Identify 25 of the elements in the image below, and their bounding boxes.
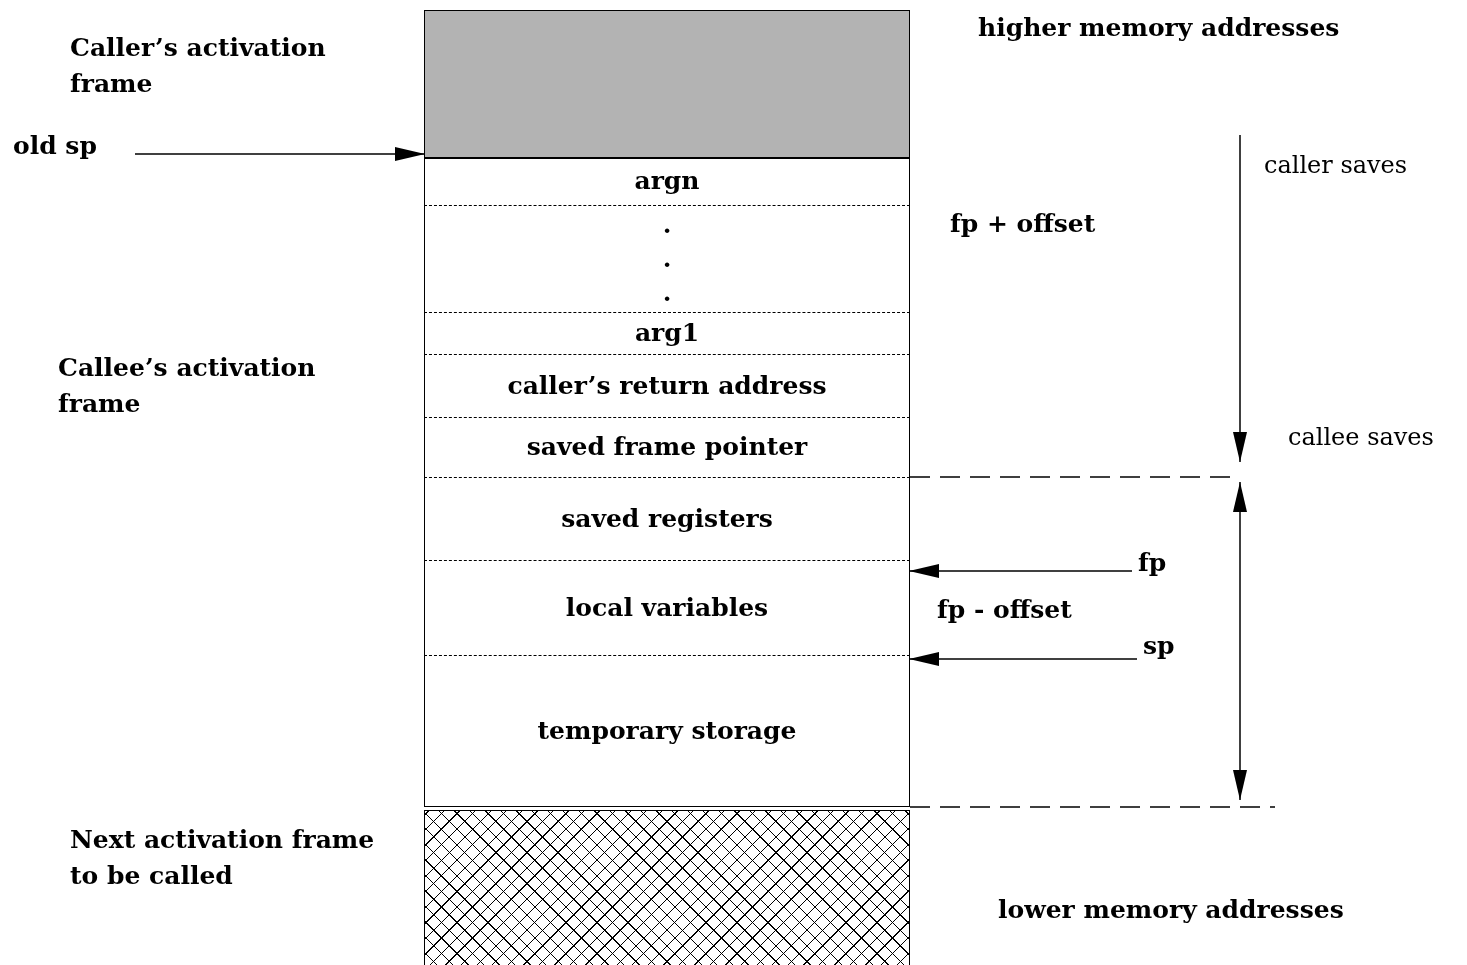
ellipsis-dots: . . . [661,209,673,309]
annotation-label: fp - offset [937,594,1073,626]
slot-label: saved registers [561,502,773,535]
range-label: callee saves [1288,422,1435,453]
arrow [908,564,1133,578]
annotation-label: Callee’s activation frame [58,352,317,421]
slot-label: caller’s return address [507,369,827,402]
slot-label: saved frame pointer [526,431,808,464]
pointer-label: sp [1143,628,1188,662]
slot-label: local variables [565,591,769,624]
slot-label: arg1 [634,317,700,350]
annotation-label: Next activation frame to be called [70,824,376,893]
annotation-label: higher memory addresses [978,12,1341,44]
range-label: caller saves [1264,150,1409,181]
pointer-label: old sp [13,128,123,162]
caller-frame-block [424,10,910,158]
pointer-label: fp [1138,545,1178,579]
arrow [908,652,1138,666]
slot-label: argn [634,165,700,198]
annotation-label: Caller’s activation frame [70,32,327,101]
arrow [134,147,426,161]
annotation-label: fp + offset [950,208,1097,240]
slot-label: temporary storage [537,715,797,748]
hatched-frame-block [424,810,910,965]
annotation-label: lower memory addresses [998,894,1345,926]
